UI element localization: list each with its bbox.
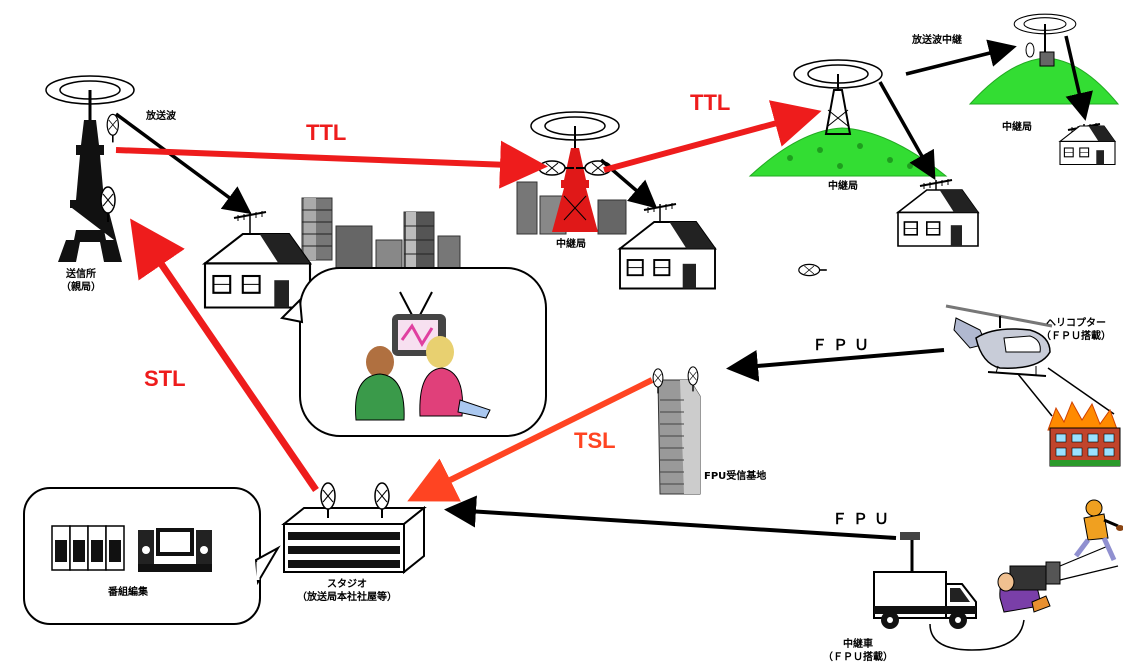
transmitter-label: 送信所 （親局） bbox=[48, 268, 114, 294]
stl-label: STL bbox=[144, 366, 186, 392]
van-label: 中継車 （ＦＰＵ搭載） bbox=[810, 638, 906, 664]
helicopter-label: ヘリコプター （ＦＰＵ搭載） bbox=[1032, 317, 1120, 343]
transmitter-label-line1: 送信所 bbox=[48, 268, 114, 281]
relay-tower-icon bbox=[517, 112, 626, 234]
relay-far-label: 中継局 bbox=[1002, 121, 1032, 134]
relay-city-label: 中継局 bbox=[556, 238, 586, 251]
city-buildings-icon bbox=[302, 198, 460, 276]
studio-building-icon bbox=[284, 483, 424, 572]
editing-equipment-icon bbox=[24, 488, 278, 624]
camera-operator-icon bbox=[998, 562, 1060, 612]
fpu-van-label: ＦＰＵ bbox=[832, 508, 895, 529]
burning-building-icon bbox=[1048, 402, 1120, 466]
van-label-line1: 中継車 bbox=[810, 638, 906, 651]
studio-label-line2: （放送局本社社屋等） bbox=[272, 591, 422, 604]
football-player-icon bbox=[1076, 500, 1123, 560]
fpu-base-label: FPU受信基地 bbox=[704, 470, 766, 483]
helicopter-label-line1: ヘリコプター bbox=[1032, 317, 1120, 330]
transmitter-tower-icon bbox=[46, 76, 134, 262]
tv-viewers-icon bbox=[282, 268, 546, 436]
editing-label: 番組編集 bbox=[108, 586, 148, 599]
house-icon bbox=[898, 179, 978, 246]
far-hill-tower-icon bbox=[970, 14, 1118, 104]
broadcast-relay-label: 放送波中継 bbox=[912, 34, 962, 47]
studio-label: スタジオ （放送局本社社屋等） bbox=[272, 578, 422, 604]
fpu-skyscraper-icon bbox=[653, 367, 700, 494]
house-icon bbox=[205, 211, 310, 308]
ttl-label-1: TTL bbox=[306, 120, 346, 146]
house-icon bbox=[1060, 123, 1115, 165]
ttl-label-2: TTL bbox=[690, 90, 730, 116]
tsl-label: TSL bbox=[574, 428, 616, 454]
van-label-line2: （ＦＰＵ搭載） bbox=[810, 651, 906, 664]
studio-label-line1: スタジオ bbox=[272, 578, 422, 591]
house-icon bbox=[620, 203, 715, 289]
broadcast-wave-label: 放送波 bbox=[146, 110, 176, 123]
helicopter-label-line2: （ＦＰＵ搭載） bbox=[1032, 330, 1120, 343]
transmitter-label-line2: （親局） bbox=[48, 281, 114, 294]
relay-hill-label: 中継局 bbox=[828, 180, 858, 193]
fpu-heli-label: ＦＰＵ bbox=[812, 334, 875, 355]
